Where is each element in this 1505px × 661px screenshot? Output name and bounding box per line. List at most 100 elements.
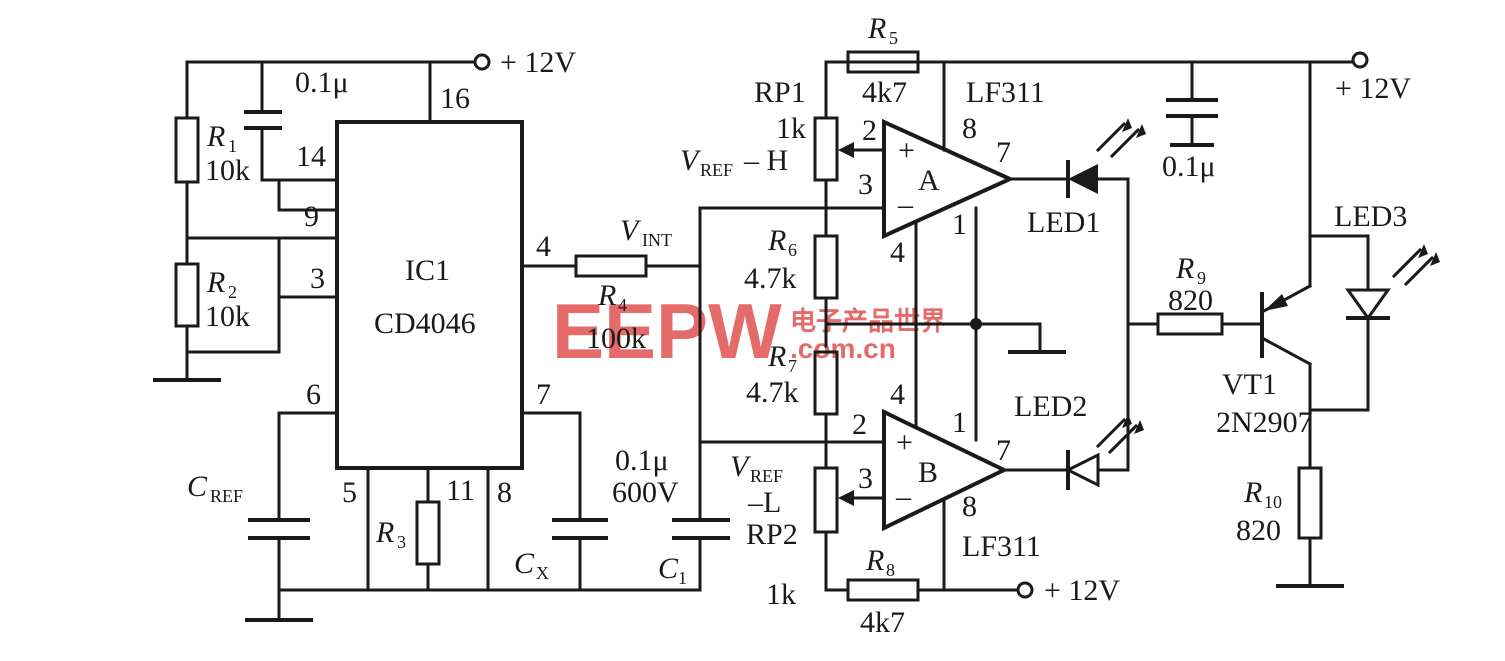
r9-resistor [1156, 312, 1224, 336]
rp1-vref-sub: REF [700, 160, 733, 180]
opamp-a-pin-out: 7 [996, 136, 1011, 169]
r2-value: 10k [205, 300, 250, 333]
r9-name: R [1175, 252, 1194, 285]
ground-junction-dot [970, 318, 982, 330]
led3-label: LED3 [1334, 200, 1407, 233]
opamp-a-minus: – [897, 188, 914, 221]
opamp-a-pin-plus: 2 [862, 114, 877, 147]
ic1-pin4-label: 4 [536, 230, 551, 263]
supply-top-right: + 12V [1335, 72, 1411, 105]
ic1-pin7-wire [520, 411, 582, 522]
supply-terminal-top-right [1351, 51, 1369, 69]
r4-name: R [597, 279, 616, 312]
rp2-ref: RP2 [746, 518, 798, 551]
c-right-value: 0.1μ [1162, 150, 1216, 183]
r8-sub: 8 [886, 560, 895, 580]
vint-name: V [620, 214, 642, 247]
watermark-url: .com.cn [790, 333, 896, 364]
supply-terminal-bottom [1016, 581, 1034, 599]
led1-rays [1095, 121, 1141, 159]
ic1-pin9-label: 9 [304, 200, 319, 233]
watermark-cn: 电子产品世界 [790, 306, 946, 336]
r1-resistor [174, 116, 200, 184]
r7-name: R [767, 340, 786, 373]
r3-name: R [375, 516, 394, 549]
r4-value: 100k [586, 322, 646, 355]
r10-value: 820 [1236, 514, 1281, 547]
rp2-value: 1k [766, 578, 796, 611]
c-top-value: 0.1μ [295, 66, 349, 99]
r5-resistor [846, 50, 920, 74]
opamp-b-pin-1: 1 [952, 406, 967, 439]
opamp-b-plus: + [896, 426, 913, 459]
ic1-pin14-label: 14 [296, 140, 326, 173]
cx-name: C [514, 547, 535, 580]
supply-bottom: + 12V [1044, 574, 1120, 607]
led2-diode [1064, 452, 1100, 488]
r7-sub: 7 [788, 356, 797, 376]
opamp-a-part: LF311 [966, 76, 1045, 109]
vt1-collector-wire [1308, 362, 1370, 412]
opamp-b-part: LF311 [962, 530, 1041, 563]
r10-resistor [1297, 466, 1323, 540]
r9-sub: 9 [1197, 268, 1206, 288]
led3-ray-heads [1418, 244, 1440, 266]
r8-name: R [865, 544, 884, 577]
r2-name: R [206, 266, 225, 299]
cref-name: C [187, 470, 208, 503]
led3-wire-top [1308, 234, 1370, 292]
window-comparator-section: + 12V R 5 4k7 RP1 1k V REF – H R 6 4.7k … [680, 12, 1411, 639]
r8-resistor [846, 578, 920, 602]
led1-diode [1068, 164, 1098, 194]
r1-name: R [206, 120, 225, 153]
opamp-b-label: B [918, 456, 938, 489]
ic1-body [335, 120, 524, 470]
cref-capacitor [248, 518, 310, 540]
rp1-vref-suffix: – H [743, 144, 788, 177]
c1-capacitor [672, 518, 730, 540]
r6-name: R [767, 224, 786, 257]
ic1-pin6-label: 6 [306, 378, 321, 411]
led3-rays [1391, 247, 1435, 287]
led1-label: LED1 [1027, 206, 1100, 239]
supply-top-left: + 12V [500, 46, 576, 79]
rp1-vref-name: V [680, 144, 702, 177]
cx-sub: X [536, 563, 549, 583]
ic1-pin16-label: 16 [440, 82, 470, 115]
opamp-b-pin-minus: 3 [858, 462, 873, 495]
r1-sub: 1 [228, 136, 237, 156]
r2-mid-link [185, 295, 281, 354]
r5-value: 4k7 [862, 76, 907, 109]
rp2-vref-sub: REF [750, 466, 783, 486]
opamp-a-plus: + [898, 134, 915, 167]
r8-value: 4k7 [860, 606, 905, 639]
ic1-pin11-label: 11 [446, 474, 475, 507]
opamp-a-pin-vcc: 8 [962, 112, 977, 145]
r6-value: 4.7k [744, 262, 797, 295]
rp1-resistor [813, 116, 839, 182]
r3-sub: 3 [397, 532, 406, 552]
opamp-a-pin-gnd: 4 [890, 236, 905, 269]
opamp-b-pin-out: 7 [996, 434, 1011, 467]
led1-ray-heads [1122, 118, 1146, 138]
ic1-part: CD4046 [374, 307, 476, 340]
c1-value: 0.1μ [615, 444, 669, 477]
c-right-capacitor [1166, 98, 1218, 118]
vt1-emitter-arrow [1264, 294, 1288, 311]
opamp-b-minus: – [895, 480, 912, 513]
rp2-vref-name: V [730, 450, 752, 483]
vt1-leads [1259, 283, 1313, 367]
opamp-a-pin-minus: 3 [858, 168, 873, 201]
ground-node-wire [824, 322, 1042, 354]
c-top-capacitor [244, 110, 282, 130]
rp2-wiper-arrow [838, 490, 854, 506]
r4-sub: 4 [618, 295, 627, 315]
opamp-b-pin-vcc: 8 [962, 490, 977, 523]
c1-voltage: 600V [612, 476, 679, 509]
c1-name: C [658, 552, 679, 585]
watermark-logo: EEPW [552, 287, 782, 375]
ic1-pin7-label: 7 [536, 378, 551, 411]
cx-capacitor [552, 518, 608, 540]
opamp-a-pin-1: 1 [952, 208, 967, 241]
r2-sub: 2 [228, 282, 237, 302]
